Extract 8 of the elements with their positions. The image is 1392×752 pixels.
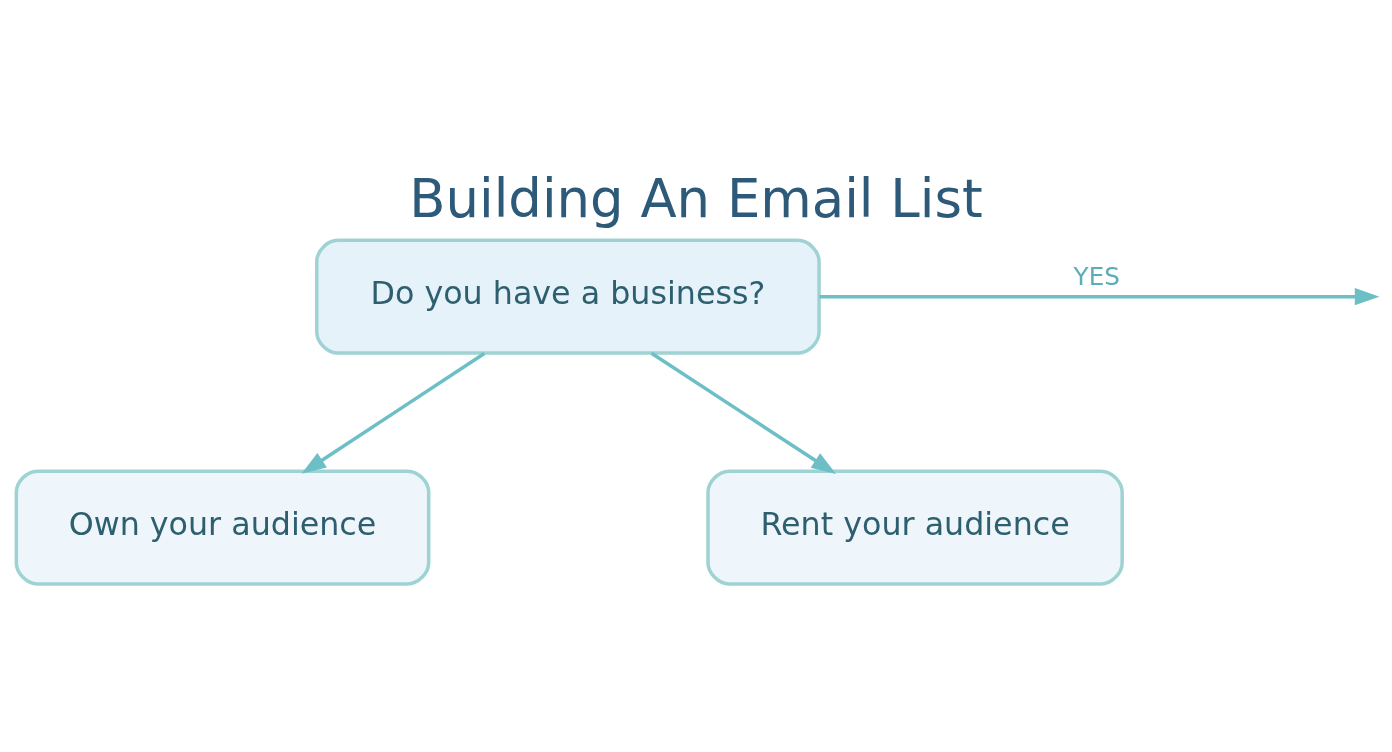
node-box: Own your audience	[14, 469, 431, 586]
arrow	[819, 288, 1380, 306]
arrow	[301, 352, 486, 474]
node-box: Do you have a business?	[315, 238, 821, 355]
arrow	[650, 351, 837, 475]
diagram-title: Building An Email List	[409, 168, 983, 230]
node-box: Rent your audience	[706, 469, 1124, 586]
edge-label: YES	[1073, 261, 1120, 291]
